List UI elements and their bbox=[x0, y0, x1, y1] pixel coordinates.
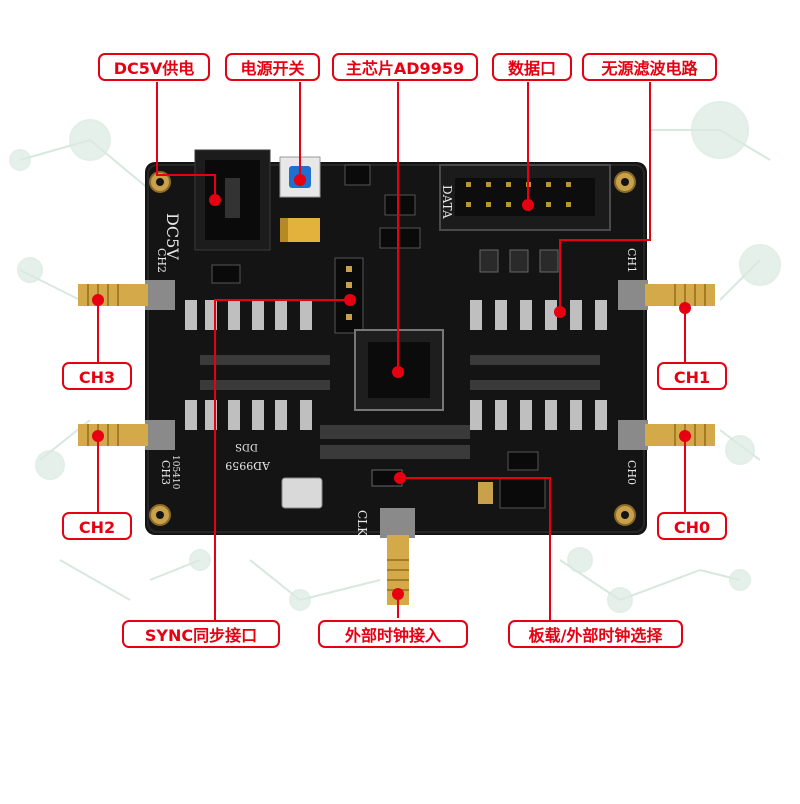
silk-chip-name: AD9959 bbox=[225, 459, 271, 472]
sma-connector-ch1 bbox=[618, 280, 715, 310]
callout-data-port: 数据口 bbox=[492, 53, 572, 81]
callout-ch1: CH1 bbox=[657, 362, 727, 390]
callout-dots bbox=[92, 174, 691, 600]
callout-dc5v-power: DC5V供电 bbox=[98, 53, 210, 81]
callout-ch3: CH3 bbox=[62, 362, 132, 390]
dc-power-jack bbox=[194, 149, 271, 251]
silk-ch0: CH0 bbox=[625, 460, 638, 485]
callout-power-switch: 电源开关 bbox=[225, 53, 320, 81]
silk-ch2: CH2 bbox=[155, 248, 168, 273]
crystal-oscillator bbox=[281, 477, 323, 509]
callout-main-chip: 主芯片AD9959 bbox=[332, 53, 478, 81]
network-decoration bbox=[9, 101, 781, 613]
sma-connector-ch3 bbox=[78, 280, 175, 310]
sma-connector-clk bbox=[380, 508, 415, 605]
data-header bbox=[439, 164, 611, 231]
callout-ch2: CH2 bbox=[62, 512, 132, 540]
silk-ch3: CH3 bbox=[159, 460, 172, 485]
callout-sync-port: SYNC同步接口 bbox=[122, 620, 280, 648]
callout-passive-filter: 无源滤波电路 bbox=[582, 53, 717, 81]
silk-dc5v: DC5V bbox=[163, 213, 182, 260]
regulators bbox=[211, 164, 421, 284]
silk-ch1: CH1 bbox=[625, 248, 638, 273]
silk-dds: DDS bbox=[235, 441, 258, 452]
sma-connector-ch0 bbox=[618, 420, 715, 450]
callout-ch0: CH0 bbox=[657, 512, 727, 540]
silk-code: 105410 bbox=[170, 455, 180, 490]
resistor-arrays bbox=[479, 249, 559, 273]
silk-data: DATA bbox=[440, 185, 454, 219]
callout-lines bbox=[97, 82, 686, 620]
callout-clock-select: 板载/外部时钟选择 bbox=[508, 620, 683, 648]
silk-clk: CLK bbox=[355, 510, 369, 537]
filter-components bbox=[185, 300, 607, 430]
callout-ext-clock-input: 外部时钟接入 bbox=[318, 620, 468, 648]
